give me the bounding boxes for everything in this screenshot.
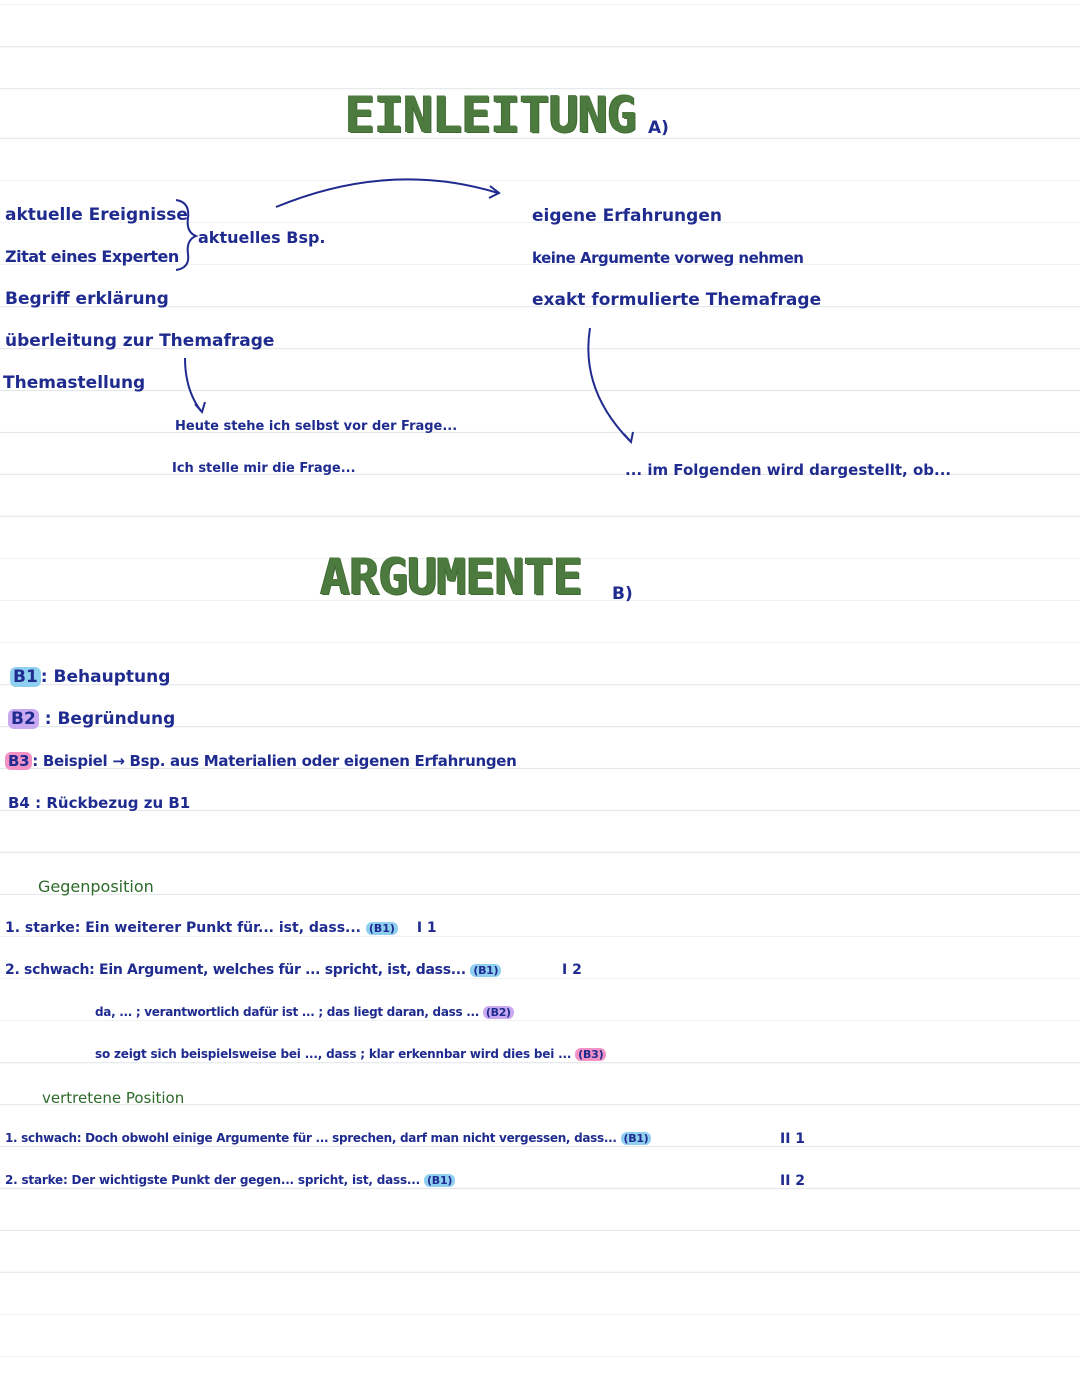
gegen-line-1: 1. starke: Ein weiterer Punkt für... ist… <box>5 920 437 936</box>
part-text: Begründung <box>57 709 176 729</box>
gegen-line-3: da, ... ; verantwortlich dafür ist ... ;… <box>95 1005 514 1019</box>
argument-part-b4: B4 : Rückbezug zu B1 <box>8 794 190 812</box>
tag-b1: (B1) <box>423 1174 456 1187</box>
part-text: Beispiel → Bsp. aus Materialien oder eig… <box>42 752 517 770</box>
arrow-right-down <box>587 327 631 442</box>
tag-b3: (B3) <box>575 1048 607 1061</box>
separator: : <box>44 709 52 729</box>
roman-number: II 1 <box>780 1131 806 1147</box>
right-example: ... im Folgenden wird dargestellt, ob... <box>625 461 952 479</box>
argument-part-b1: B1: Behauptung <box>10 667 170 687</box>
line-text: 1. starke: Ein weiterer Punkt für... ist… <box>5 920 361 936</box>
argument-part-b3: B3: Beispiel → Bsp. aus Materialien oder… <box>5 752 517 770</box>
roman-number: I 2 <box>562 962 582 978</box>
part-text: Behauptung <box>53 667 171 687</box>
argument-part-b2: B2 : Begründung <box>8 709 175 729</box>
argumente-heading: ARGUMENTE <box>320 548 583 606</box>
curly-brace <box>175 199 199 271</box>
tag-b1: (B1) <box>365 922 398 935</box>
vertretene-line-1: 1. schwach: Doch obwohl einige Argumente… <box>5 1131 652 1145</box>
arrow-left-down-head <box>194 401 206 415</box>
tag-b1: B1 <box>10 667 41 687</box>
left-list-item: überleitung zur Themafrage <box>5 331 275 351</box>
separator: : <box>40 667 48 687</box>
gegen-line-2: 2. schwach: Ein Argument, welches für ..… <box>5 962 502 978</box>
roman-number: I 1 <box>416 920 437 936</box>
vertretene-line-2: 2. starke: Der wichtigste Punkt der gege… <box>5 1173 456 1187</box>
left-list-item: Themastellung <box>3 373 146 393</box>
line-text: so zeigt sich beispielsweise bei ..., da… <box>95 1047 572 1061</box>
gegen-line-4: so zeigt sich beispielsweise bei ..., da… <box>95 1047 607 1061</box>
section-marker-b: B) <box>612 584 633 604</box>
tag-b3: B3 <box>5 752 33 770</box>
roman-number: II 2 <box>780 1173 806 1189</box>
tag-b1: (B1) <box>470 964 502 977</box>
left-list-item: Begriff erklärung <box>5 289 169 309</box>
line-text: 1. schwach: Doch obwohl einige Argumente… <box>5 1131 617 1145</box>
tag-b2: (B2) <box>482 1006 514 1019</box>
left-list-item: Zitat eines Experten <box>5 247 179 266</box>
part-text: Rückbezug zu B1 <box>46 794 191 812</box>
tag-b2: B2 <box>8 709 39 729</box>
tag-b4: B4 <box>8 794 30 812</box>
einleitung-heading: EINLEITUNG <box>345 86 637 144</box>
left-example: Ich stelle mir die Frage... <box>172 461 356 476</box>
section-marker-a: A) <box>648 118 669 138</box>
arrow-left-down <box>184 357 202 412</box>
gegenposition-title: Gegenposition <box>38 877 154 896</box>
line-text: 2. starke: Der wichtigste Punkt der gege… <box>5 1173 420 1187</box>
left-example: Heute stehe ich selbst vor der Frage... <box>175 419 458 434</box>
right-list-item: exakt formulierte Themafrage <box>532 290 822 310</box>
curved-arrow-top <box>275 178 499 208</box>
left-list-item: aktuelle Ereignisse <box>5 205 188 225</box>
curved-arrow-top-head <box>488 185 501 199</box>
line-text: da, ... ; verantwortlich dafür ist ... ;… <box>95 1005 479 1019</box>
line-text: 2. schwach: Ein Argument, welches für ..… <box>5 962 466 978</box>
arrow-right-down-head <box>623 431 634 445</box>
vertretene-title: vertretene Position <box>42 1089 185 1107</box>
brace-label: aktuelles Bsp. <box>198 228 326 247</box>
right-list-item: eigene Erfahrungen <box>532 206 722 226</box>
right-list-item: keine Argumente vorweg nehmen <box>532 249 804 267</box>
tag-b1: (B1) <box>620 1132 652 1145</box>
separator: : <box>35 794 42 812</box>
separator: : <box>32 752 38 770</box>
